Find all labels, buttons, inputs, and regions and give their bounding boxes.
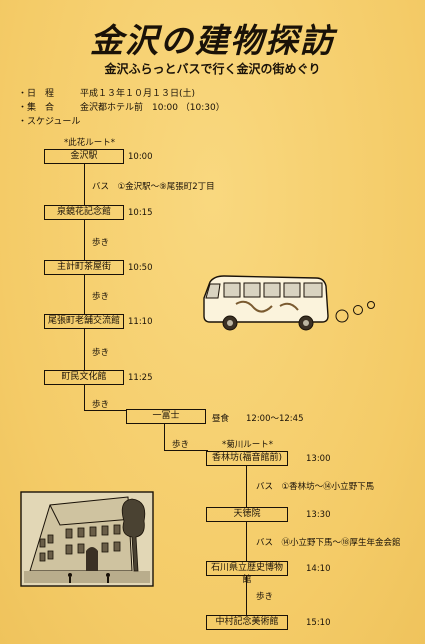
connector-line: [164, 424, 165, 450]
leg-note: バス ①金沢駅～⑨尾張町2丁目: [92, 182, 215, 192]
schedule-row: ・スケジュール: [18, 114, 80, 127]
speech-bubbles-icon: [335, 301, 375, 323]
stop-box: 町民文化館: [44, 370, 124, 385]
page-subtitle: 金沢ふらっとバスで行く金沢の街めぐり: [104, 62, 321, 76]
leg-note: 歩き: [172, 440, 190, 450]
leg-note: バス ①香林坊～⑭小立野下馬: [256, 482, 375, 492]
stop-time: 13:00: [306, 454, 331, 464]
stop-time: 11:25: [128, 373, 153, 383]
stop-time: 15:10: [306, 618, 331, 628]
route-kikugawa: *菊川ルート*: [222, 440, 274, 450]
bus-illustration: [203, 275, 329, 331]
stop-box: 泉鏡花記念館: [44, 205, 124, 220]
leg-note: バス ⑭小立野下馬～⑱厚生年金会館: [256, 538, 401, 548]
stop-time: 10:50: [128, 263, 153, 273]
date-row: ・日 程 平成１３年１０月１３日(土): [18, 86, 195, 99]
date-value: 平成１３年１０月１３日(土): [80, 89, 196, 99]
connector-line: [246, 575, 247, 615]
stop-box: 主計町茶屋街: [44, 260, 124, 275]
connector-line: [246, 465, 247, 507]
connector-line: [164, 450, 208, 451]
connector-line: [246, 521, 247, 561]
building-illustration: [20, 491, 154, 587]
leg-note: 歩き: [92, 400, 110, 410]
connector-line: [84, 410, 126, 411]
page-title: 金沢の建物探訪: [90, 21, 335, 60]
leg-note: 歩き: [92, 292, 110, 302]
stop-box: 天徳院: [206, 507, 288, 522]
stop-time: 13:30: [306, 510, 331, 520]
stop-time: 昼食 12:00～12:45: [212, 414, 304, 424]
connector-line: [84, 274, 85, 314]
meet-row: ・集 合 金沢都ホテル前 10:00 （10:30）: [18, 100, 225, 113]
date-label: ・日 程: [18, 89, 55, 99]
connector-line: [84, 328, 85, 370]
stop-time: 11:10: [128, 317, 153, 327]
connector-line: [84, 219, 85, 260]
stop-time: 10:00: [128, 152, 153, 162]
leg-note: 歩き: [256, 592, 274, 602]
stop-box: 中村記念美術館: [206, 615, 288, 630]
meet-label: ・集 合: [18, 103, 55, 113]
stop-box: 一冨士: [126, 409, 206, 424]
schedule-label: ・スケジュール: [18, 117, 81, 127]
meet-value: 金沢都ホテル前 10:00 （10:30）: [80, 103, 225, 113]
stop-time: 14:10: [306, 564, 331, 574]
stop-box: 香林坊(福音館前): [206, 451, 288, 466]
connector-line: [84, 163, 85, 205]
stop-box: 金沢駅: [44, 149, 124, 164]
leg-note: 歩き: [92, 238, 110, 248]
stop-box: 石川県立歴史博物館: [206, 561, 288, 585]
stop-time: 10:15: [128, 208, 153, 218]
leg-note: 歩き: [92, 348, 110, 358]
route-hikabana: *此花ルート*: [64, 138, 116, 148]
connector-line: [84, 384, 85, 410]
stop-box: 尾張町老舗交流館: [44, 314, 124, 329]
